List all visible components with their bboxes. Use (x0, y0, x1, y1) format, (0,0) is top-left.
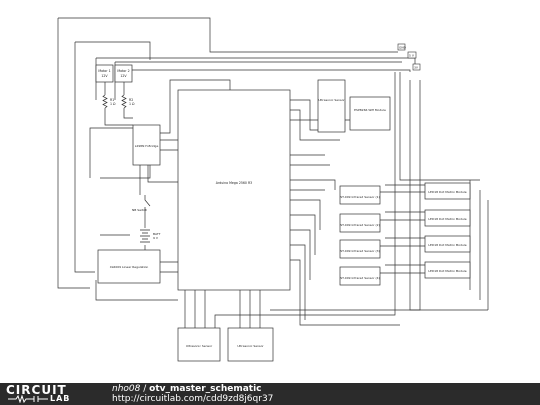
motor-2-label: Motor 2 (117, 69, 129, 73)
ir-sensor-2-label: ST-009 Infrared Sensor (2) (340, 223, 380, 227)
gnd-rail (397, 43, 406, 51)
esp8266-module-label: ESP8266 Wifi Module (354, 108, 386, 112)
nb-switch-label: NB Switch (132, 208, 147, 212)
ultrasonic-sensor-bottom-1-label: Ultrasonic Sensor (186, 344, 213, 348)
footer-bar: CIRCUIT LAB nho08 / otv_master_schematic… (0, 383, 540, 405)
motor-1-value: 12V (101, 74, 108, 78)
ultrasonic-sensor-top-label: Ultrasonic Sensor (318, 98, 345, 102)
ir-sensor-4-label: ST-009 Infrared Sensor (4) (340, 276, 380, 280)
linear-regulator (97, 249, 161, 284)
ultrasonic-sensor-bottom-2-label: Ultrasonic Sensor (237, 344, 264, 348)
ir-sensor-3-label: ST-009 Infrared Sensor (3) (340, 249, 380, 253)
motor-2-value: 12V (120, 74, 127, 78)
resistor-r1-label: R1 (110, 98, 114, 102)
v5-rail-label: 5 V (409, 54, 415, 58)
ir-sensor-2 (339, 213, 381, 233)
led-module-1 (424, 182, 471, 200)
ir-sensor-4 (339, 266, 381, 286)
ir-sensor-1 (339, 185, 381, 205)
schematic-drawing: Motor 1 12V Motor 2 12V R1 1 Ω R2 1 Ω L2… (57, 17, 489, 362)
logo-wordmark-circuit: CIRCUIT (6, 383, 67, 397)
motor-2 (114, 64, 133, 83)
motor-1 (95, 64, 114, 83)
ultrasonic-sensor-bottom-2 (227, 327, 274, 362)
resistor-r2-value: 1 Ω (129, 102, 135, 106)
led-module-1-label: LED18 Dot Matrix Module (428, 190, 466, 194)
esp8266-module (349, 96, 391, 131)
ir-sensor-1-label: ST-009 Infrared Sensor (1) (340, 195, 380, 199)
schematic-url-link[interactable]: http://circuitlab.com/cdd9zd8j6qr37 (112, 394, 274, 404)
led-module-2-label: LED18 Dot Matrix Module (428, 217, 466, 221)
schematic-canvas[interactable]: Motor 1 12V Motor 2 12V R1 1 Ω R2 1 Ω L2… (0, 0, 540, 383)
resistor-r1 (102, 94, 108, 109)
schematic-name: otv_master_schematic (149, 384, 262, 394)
author-link[interactable]: nho08 (112, 384, 141, 394)
led-module-4 (424, 261, 471, 279)
ir-sensor-3 (339, 239, 381, 259)
arduino-mega (177, 89, 291, 291)
motor-1-label: Motor 1 (98, 69, 110, 73)
v33-rail-label: 3V (414, 66, 419, 70)
led-module-4-label: LED18 Dot Matrix Module (428, 269, 466, 273)
circuitlab-logo[interactable]: CIRCUIT LAB (6, 383, 94, 404)
battery-label: BATT (153, 232, 161, 236)
resistor-r2-label: R2 (129, 98, 133, 102)
nb-switch (144, 195, 151, 210)
battery (140, 229, 150, 243)
battery-value: 9 V (153, 236, 159, 240)
ultrasonic-sensor-bottom-1 (177, 327, 221, 362)
resistor-r2 (121, 94, 127, 109)
v33-rail (412, 63, 421, 71)
h-bridge-label: L298N H-Bridge (135, 144, 159, 148)
title-separator: / (140, 384, 150, 394)
ultrasonic-sensor-top (317, 79, 346, 133)
led-module-2 (424, 209, 471, 227)
gnd-rail-label: GND (399, 46, 407, 50)
h-bridge (132, 124, 161, 166)
led-module-3-label: LED18 Dot Matrix Module (428, 243, 466, 247)
logo-wordmark-lab: LAB (50, 394, 71, 403)
led-module-3 (424, 235, 471, 253)
linear-regulator-label: XL6009 Linear Regulation (110, 265, 149, 269)
schematic-title: nho08 / otv_master_schematic (112, 384, 262, 394)
v5-rail (407, 51, 417, 59)
resistor-r1-value: 1 Ω (110, 102, 116, 106)
logo-circuit-mark-icon (8, 395, 48, 403)
arduino-mega-label: Arduino Mega 2560 R3 (216, 181, 252, 185)
